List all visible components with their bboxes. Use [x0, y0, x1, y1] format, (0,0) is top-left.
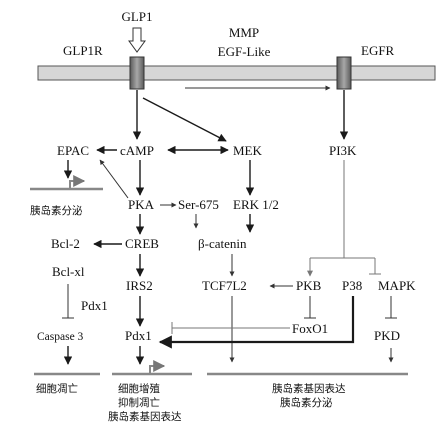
pkb-node: PKB	[296, 278, 322, 293]
bclxl-node: Bcl-xl	[52, 264, 85, 279]
epac-node: EPAC	[57, 143, 89, 158]
glp1r-receptor	[129, 56, 145, 90]
egfr-receptor	[336, 56, 352, 90]
creb-node: CREB	[125, 236, 159, 251]
pdx1-node: Pdx1	[125, 328, 152, 343]
insulin-gene-expr-right-label: 胰岛素基因表达	[272, 382, 346, 395]
insulin-secretion-right-label: 胰岛素分泌	[280, 396, 333, 409]
pka-node: PKA	[128, 197, 155, 212]
bcl2-node: Bcl-2	[51, 236, 80, 251]
erk-node: ERK 1/2	[233, 197, 279, 212]
pi3k-node: PI3K	[329, 143, 357, 158]
egf-like-label: EGF-Like	[218, 44, 271, 59]
mapk-node: MAPK	[378, 278, 416, 293]
foxo1-node: FoxO1	[292, 321, 328, 336]
p38-node: P38	[342, 278, 362, 293]
insulin-gene-expr-left-label: 胰岛素基因表达	[108, 410, 182, 423]
caspase3-node: Caspase 3	[37, 331, 84, 343]
tcf7l2-node: TCF7L2	[202, 278, 247, 293]
gene-symbol-proliferation	[112, 360, 192, 376]
apoptosis-label: 细胞凋亡	[36, 382, 78, 395]
egfr-label: EGFR	[361, 43, 395, 58]
proliferation-label: 细胞增殖	[118, 382, 160, 395]
glp1-ligand-arrow-icon	[128, 27, 146, 53]
pkd-node: PKD	[374, 328, 400, 343]
camp-node: cAMP	[120, 143, 154, 158]
beta-catenin-node: β-catenin	[198, 236, 247, 251]
inhibit-apoptosis-label: 抑制凋亡	[118, 396, 160, 409]
glp1r-label: GLP1R	[63, 43, 103, 58]
ser675-node: Ser-675	[178, 197, 219, 212]
mmp-label: MMP	[229, 25, 259, 40]
mek-node: MEK	[233, 143, 263, 158]
pathway-arrows	[62, 90, 397, 365]
irs2-node: IRS2	[126, 278, 153, 293]
pdx1-small-node: Pdx1	[81, 298, 108, 313]
insulin-secretion-top-label: 胰岛素分泌	[30, 204, 83, 217]
glp1-label: GLP1	[121, 9, 152, 24]
gene-symbol-top	[30, 175, 103, 191]
cell-membrane	[37, 65, 436, 81]
